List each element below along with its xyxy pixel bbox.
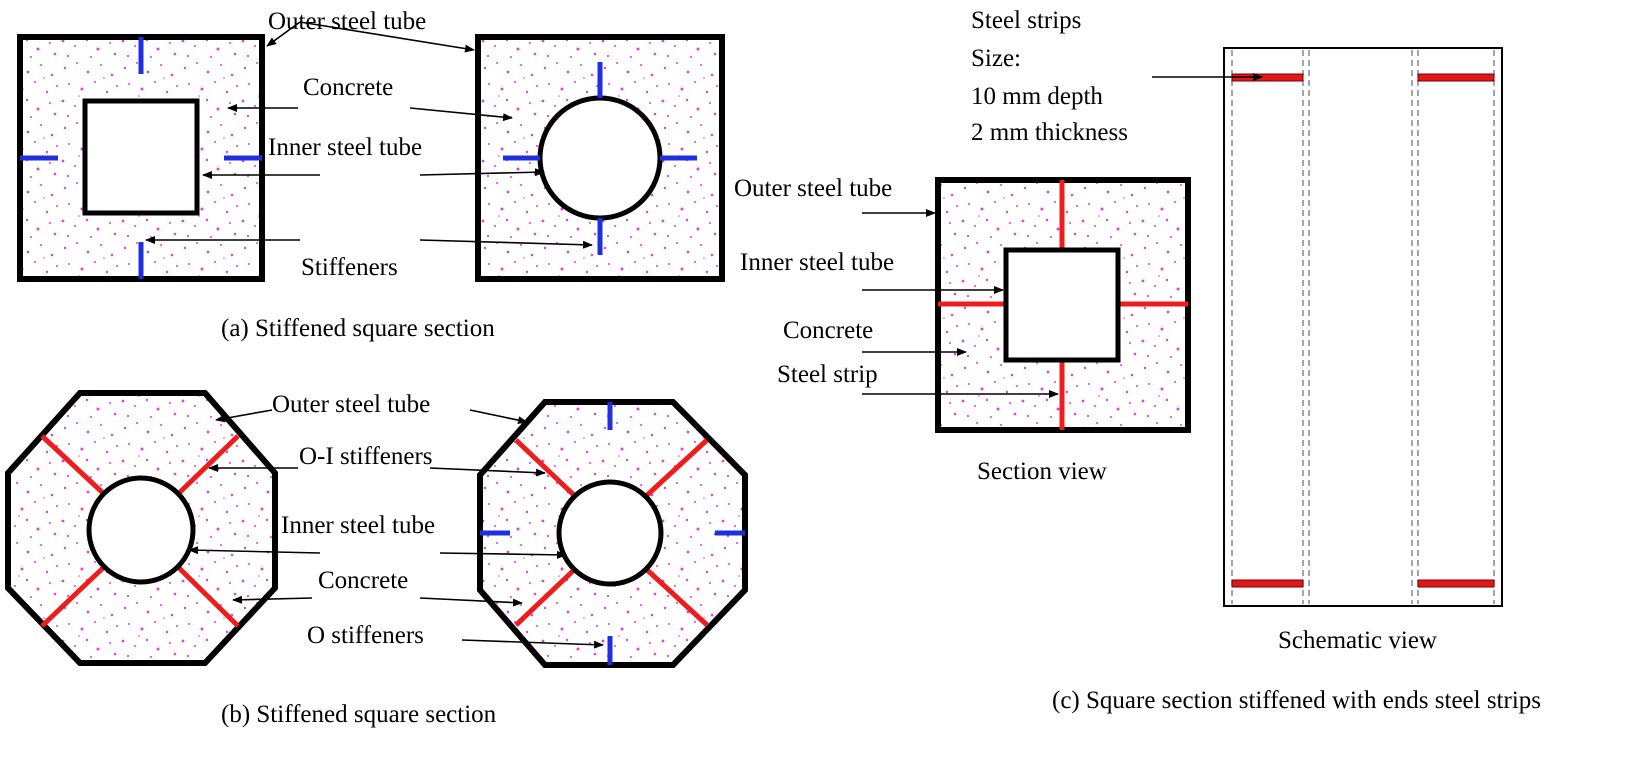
section-a1-square-inner [17,34,265,282]
label-concrete: Concrete [318,567,408,594]
oi-stiffener-bottom-left [514,566,578,627]
arrow-outer-left [215,409,273,423]
arrow-concrete-right [409,107,513,122]
label-depth: 10 mm depth [971,83,1103,110]
outer-steel-tube [475,34,725,282]
panel-a: Outer steel tube Concrete Inner steel tu… [17,8,725,342]
panel-b: Outer steel tube O-I stiffeners Inner st… [5,390,748,728]
oi-stiffener-top-right [643,438,709,499]
label-outer-steel-tube: Outer steel tube [734,175,892,202]
label-size: Size: [971,45,1021,72]
strip-bottom-left [1231,579,1304,588]
label-stiffeners: Stiffeners [301,254,398,281]
oi-stiffener-bottom-left [40,565,106,628]
arrow-inner-right [439,550,567,559]
label-inner-steel-tube: Inner steel tube [268,134,422,161]
section-c-strips [935,177,1191,433]
arrow-concrete-right [419,597,523,607]
caption-a: (a) Stiffened square section [221,315,495,342]
caption-b: (b) Stiffened square section [221,701,497,728]
label-o-stiffeners: O stiffeners [307,622,424,649]
inner-steel-tube [82,98,200,216]
oi-stiffener-top-left [514,438,578,499]
schematic-view-drawing [1223,47,1503,607]
panel-c: Steel strips Size: 10 mm depth 2 mm thic… [734,7,1541,714]
section-b2-octagon-oi-o [477,399,748,668]
inner-steel-tube [537,95,663,221]
arrow-inner-right [419,168,545,177]
outer-steel-tube [477,399,748,668]
label-thickness: 2 mm thickness [971,119,1128,146]
label-steel-strip: Steel strip [777,361,878,388]
strip-bottom-right [1417,579,1495,588]
inner-steel-tube [556,479,664,587]
schematic-outer-tube [1223,47,1503,607]
arrow-concrete-left [232,595,313,604]
arrow-oi-right [429,467,546,477]
arrow-stiffener-right [419,239,593,249]
label-steel-strips: Steel strips [971,7,1081,34]
strip-top-right [1417,73,1495,82]
oi-stiffener-bottom-right [643,566,709,627]
section-a2-circular-inner [475,34,725,282]
arrow-outer-left [266,21,301,47]
label-inner-steel-tube: Inner steel tube [740,249,894,276]
inner-steel-tube [1003,247,1121,363]
caption-schematic-view: Schematic view [1278,627,1437,654]
label-outer-steel-tube: Outer steel tube [268,8,426,35]
caption-c: (c) Square section stiffened with ends s… [1052,687,1541,714]
label-concrete: Concrete [303,74,393,101]
oi-stiffener-top-left [40,434,106,496]
label-oi-stiffeners: O-I stiffeners [299,443,433,470]
arrow-outer-right [299,21,475,53]
outer-steel-tube [5,390,278,666]
inner-steel-tube [86,475,196,585]
caption-section-view: Section view [977,458,1107,485]
label-outer-steel-tube: Outer steel tube [272,391,430,418]
arrow-inner-left [188,546,321,555]
arrow-o-stiffener [461,639,604,649]
label-inner-steel-tube: Inner steel tube [281,512,435,539]
arrow-outer-right [469,409,528,425]
oi-stiffener-bottom-right [176,565,240,628]
section-b1-octagon-oi [5,390,278,666]
label-concrete: Concrete [783,317,873,344]
